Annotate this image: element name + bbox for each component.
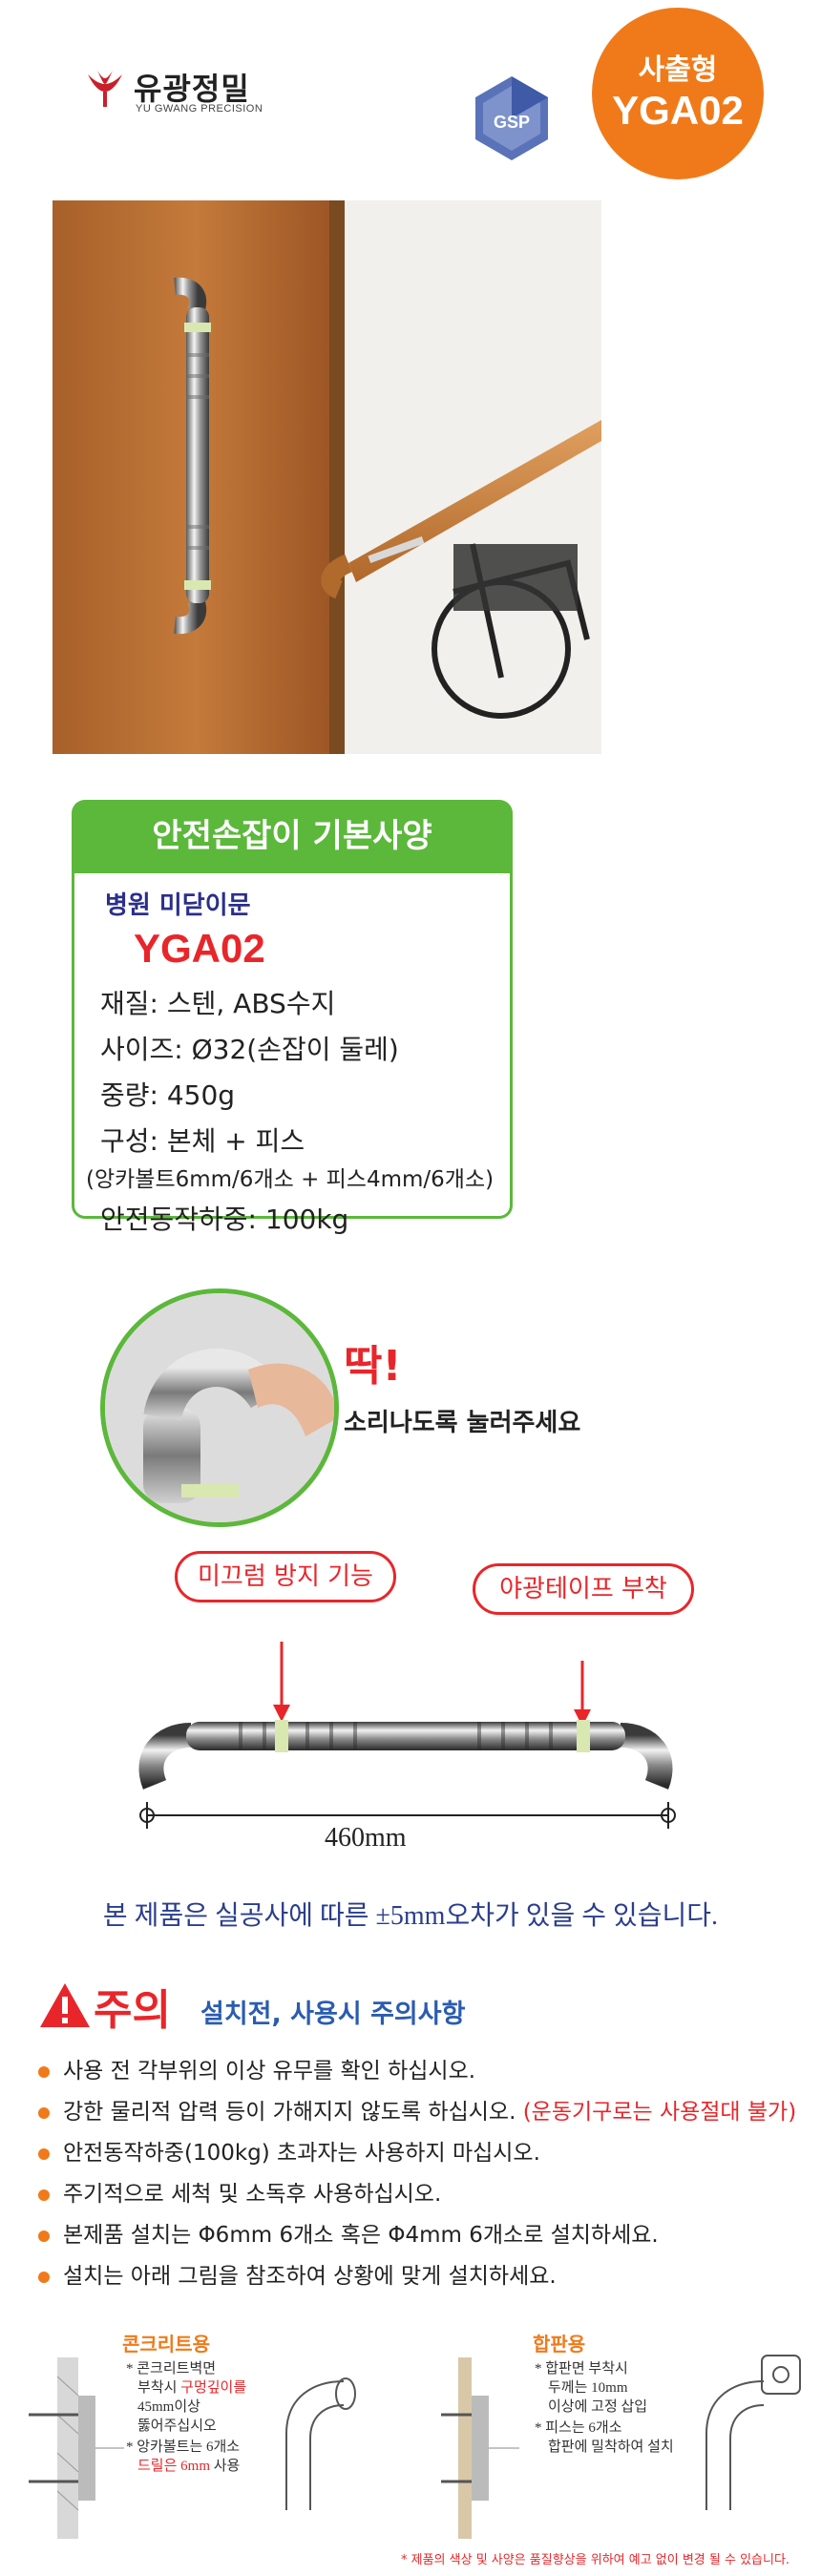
click-detail-photo [100, 1288, 339, 1527]
concrete-note-2: 부착시 구멍깊이를 [137, 2380, 247, 2396]
caution-subtitle: 설치전, 사용시 주의사항 [200, 2000, 466, 2029]
anti-slip-callout: 미끄럼 방지 기능 [175, 1551, 396, 1602]
caution-item: 사용 전 각부위의 이상 유무를 확인 하십시오. [38, 2052, 475, 2084]
bullet-icon [38, 2065, 50, 2078]
concrete-install-title: 콘크리트용 [122, 2333, 210, 2356]
concrete-note-6: 드릴은 6mm 사용 [137, 2459, 241, 2474]
caution-item: 본제품 설치는 Φ6mm 6개소 혹은 Φ4mm 6개소로 설치하세요. [38, 2216, 659, 2249]
plywood-note-2: 두께는 10mm [548, 2380, 628, 2396]
badge-model: YGA02 [612, 88, 744, 133]
gsp-text: GSP [494, 113, 530, 132]
bullet-icon [38, 2147, 50, 2160]
model-badge: 사출형 YGA02 [592, 8, 764, 179]
plywood-note-1: * 합판면 부착시 [535, 2361, 628, 2377]
brand-subtitle: YU GWANG PRECISION [136, 103, 263, 115]
plywood-bracket-sketch [705, 2355, 801, 2510]
spec-tab-title: 안전손잡이 기본사양 [72, 800, 513, 872]
installation-diagrams: 콘크리트용 * 콘크리트벽면 부착시 구멍깊이를 45mm이상 뚫어주십시오 *… [19, 2329, 811, 2567]
plywood-wall-diagram [441, 2357, 519, 2539]
spec-composition-detail: (앙카볼트6mm/6개소 + 피스4mm/6개소) [86, 1167, 495, 1192]
caution-warning: (운동기구로는 사용절대 불가) [522, 2100, 797, 2125]
concrete-note-1: * 콘크리트벽면 [126, 2361, 217, 2377]
caution-item: 설치는 아래 그림을 참조하여 상황에 맞게 설치하세요. [38, 2257, 557, 2290]
luminous-tape-callout: 야광테이프 부착 [473, 1563, 694, 1615]
spec-type-label: 병원 미닫이문 [105, 891, 251, 920]
tolerance-note: 본 제품은 실공사에 따른 ±5mm오차가 있을 수 있습니다. [102, 1901, 719, 1931]
bullet-icon [38, 2271, 50, 2283]
bullet-icon [38, 2230, 50, 2242]
gsp-certification-mark: GSP [466, 73, 558, 164]
concrete-note-5: * 앙카볼트는 6개소 [126, 2440, 241, 2455]
plywood-note-5: 합판에 밀착하여 설치 [548, 2440, 674, 2455]
plywood-install-title: 합판용 [533, 2333, 586, 2356]
plywood-note-3: 이상에 고정 삽입 [548, 2399, 648, 2415]
caution-item: 주기적으로 세척 및 소독후 사용하십시오. [38, 2175, 441, 2208]
spec-weight: 중량: 450g [100, 1079, 236, 1111]
concrete-bracket-sketch [285, 2377, 356, 2510]
badge-type: 사출형 [638, 53, 718, 87]
bullet-icon [38, 2106, 50, 2119]
concrete-wall-diagram [29, 2357, 124, 2539]
bullet-icon [38, 2189, 50, 2201]
spec-size: 사이즈: Ø32(손잡이 둘레) [100, 1034, 399, 1065]
spec-composition: 구성: 본체 + 피스 [100, 1125, 305, 1157]
click-instruction: 소리나도록 눌러주세요 [344, 1409, 581, 1437]
spec-box [72, 870, 513, 1219]
concrete-note-3: 45mm이상 [137, 2399, 200, 2415]
warning-triangle-icon [40, 1983, 90, 2027]
hexagon-cert-icon: GSP [475, 76, 548, 160]
plywood-note-4: * 피스는 6개소 [535, 2420, 622, 2436]
footnote: * 제품의 색상 및 사양은 품질향상을 위하여 예고 없이 변경 될 수 있습… [401, 2553, 790, 2567]
brand-name: 유광정밀 [134, 71, 250, 107]
spec-safe-load: 안전동작하중: 100kg [100, 1204, 349, 1235]
caution-item: 안전동작하중(100kg) 초과자는 사용하지 마십시오. [38, 2134, 540, 2167]
concrete-note-4: 뚫어주십시오 [137, 2419, 217, 2434]
tulip-logo-icon [88, 71, 122, 107]
caution-item: 강한 물리적 압력 등이 가해지지 않도록 하십시오. (운동기구로는 사용절대… [38, 2093, 796, 2126]
spec-material: 재질: 스텐, ABS수지 [100, 988, 336, 1019]
handle-dimension-drawing [134, 1623, 706, 1871]
product-photo [53, 200, 601, 754]
brand-logo: 유광정밀 YU GWANG PRECISION [84, 61, 313, 128]
caution-title: 주의 [94, 1986, 171, 2035]
spec-model-name: YGA02 [134, 926, 265, 971]
length-dimension: 460mm [325, 1823, 407, 1853]
click-sound-word: 딱! [344, 1342, 402, 1391]
